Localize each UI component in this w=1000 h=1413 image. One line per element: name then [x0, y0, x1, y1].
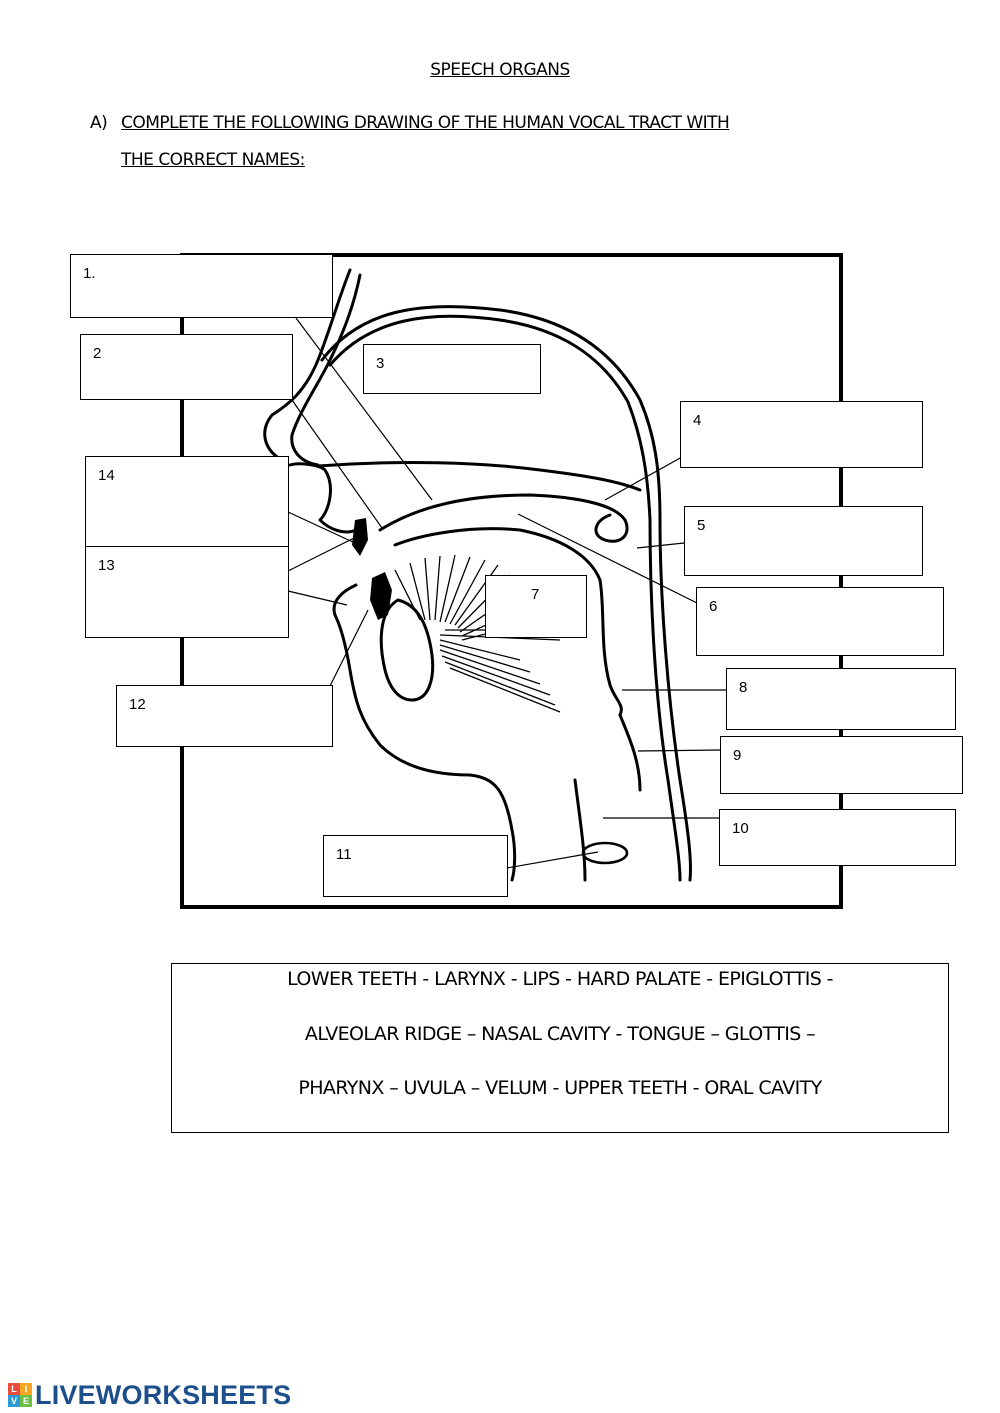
logo-letter-e: E: [20, 1395, 32, 1407]
leader-line-13: [287, 590, 348, 606]
logo-letter-v: V: [8, 1395, 20, 1407]
leader-line-6: [517, 513, 698, 604]
word-bank-line-1: LOWER TEETH - LARYNX - LIPS - HARD PALAT…: [287, 968, 833, 990]
glottis-shape: [581, 841, 629, 865]
label-number-5: 5: [697, 517, 706, 534]
leader-line-12: [329, 609, 369, 687]
leader-line-5: [636, 542, 685, 549]
label-box-9: 9: [720, 736, 963, 794]
answer-input-2[interactable]: [111, 367, 284, 391]
answer-input-11[interactable]: [354, 864, 499, 888]
label-box-6: 6: [696, 587, 944, 656]
label-box-12: 12: [116, 685, 333, 747]
question-line-2: THE CORRECT NAMES:: [121, 150, 305, 170]
label-number-12: 12: [129, 696, 146, 713]
leader-line-14b: [287, 534, 361, 572]
liveworksheets-logo-icon: L I V E: [8, 1383, 32, 1407]
label-number-13: 13: [98, 557, 115, 574]
label-number-10: 10: [732, 820, 749, 837]
hard-palate-line: [316, 461, 642, 492]
answer-input-4[interactable]: [711, 435, 914, 459]
label-box-10: 10: [719, 809, 956, 866]
label-number-8: 8: [739, 679, 748, 696]
leader-line-14a: [287, 511, 356, 544]
answer-input-13[interactable]: [116, 605, 280, 629]
tongue-muscle-fibres: [394, 554, 575, 713]
answer-input-1[interactable]: [101, 285, 324, 309]
answer-input-14[interactable]: [116, 515, 280, 539]
label-box-2: 2: [80, 334, 293, 400]
answer-input-7[interactable]: [492, 605, 580, 629]
label-number-14: 14: [98, 467, 115, 484]
answer-input-5[interactable]: [715, 543, 914, 567]
leader-line-1: [295, 317, 433, 501]
liveworksheets-brand: LIVEWORKSHEETS: [35, 1379, 292, 1410]
label-box-1: 1.: [70, 254, 333, 318]
question-marker: A): [90, 113, 108, 133]
lower-teeth-shape: [370, 572, 392, 620]
label-number-9: 9: [733, 747, 742, 764]
mandible-outline: [379, 598, 435, 702]
answer-input-10[interactable]: [750, 833, 947, 857]
answer-input-8[interactable]: [757, 697, 947, 721]
label-number-3: 3: [376, 355, 385, 372]
label-number-7: 7: [531, 586, 540, 603]
nasal-cavity-roof-inner: [328, 314, 652, 522]
leader-line-4: [604, 456, 683, 501]
answer-input-3[interactable]: [394, 361, 532, 385]
label-box-14: 14: [85, 456, 289, 548]
label-box-8: 8: [726, 668, 956, 730]
label-number-11: 11: [336, 846, 352, 863]
nasal-inner-outline: [290, 273, 362, 467]
upper-lip-outline: [288, 462, 358, 534]
answer-input-6[interactable]: [727, 623, 935, 647]
lower-lip-outline: [332, 583, 517, 882]
label-box-11: 11: [323, 835, 508, 897]
label-box-3: 3: [363, 344, 541, 394]
answer-input-12[interactable]: [147, 714, 324, 738]
label-box-4: 4: [680, 401, 923, 468]
tongue-outline: [393, 527, 623, 717]
word-bank-line-3: PHARYNX – UVULA – VELUM - UPPER TEETH - …: [298, 1077, 822, 1099]
label-box-13: 13: [85, 546, 289, 638]
label-box-5: 5: [684, 506, 923, 576]
label-number-2: 2: [93, 345, 102, 362]
answer-input-9[interactable]: [751, 761, 954, 785]
label-number-1: 1.: [83, 265, 96, 282]
word-bank-line-2: ALVEOLAR RIDGE – NASAL CAVITY - TONGUE –…: [304, 1023, 816, 1045]
leader-line-11: [506, 851, 599, 869]
epiglottis-outline: [618, 713, 642, 792]
pharynx-back-wall-inner: [648, 518, 682, 882]
word-bank-box: LOWER TEETH - LARYNX - LIPS - HARD PALAT…: [171, 963, 949, 1133]
label-number-4: 4: [693, 412, 702, 429]
logo-letter-i: I: [20, 1383, 32, 1395]
nasal-cavity-roof: [320, 305, 662, 522]
liveworksheets-footer[interactable]: L I V E LIVEWORKSHEETS: [8, 1380, 291, 1410]
larynx-front-outline: [573, 778, 587, 882]
nose-bridge-outline: [263, 268, 352, 464]
leader-line-9: [637, 749, 722, 752]
velum-line: [378, 493, 629, 543]
logo-letter-l: L: [8, 1383, 20, 1395]
upper-teeth-shape: [352, 518, 368, 556]
question-line-1: COMPLETE THE FOLLOWING DRAWING OF THE HU…: [121, 113, 730, 133]
label-number-6: 6: [709, 598, 718, 615]
label-box-7: 7: [485, 575, 587, 638]
leader-line-2: [291, 399, 383, 529]
page-title: SPEECH ORGANS: [430, 60, 570, 80]
